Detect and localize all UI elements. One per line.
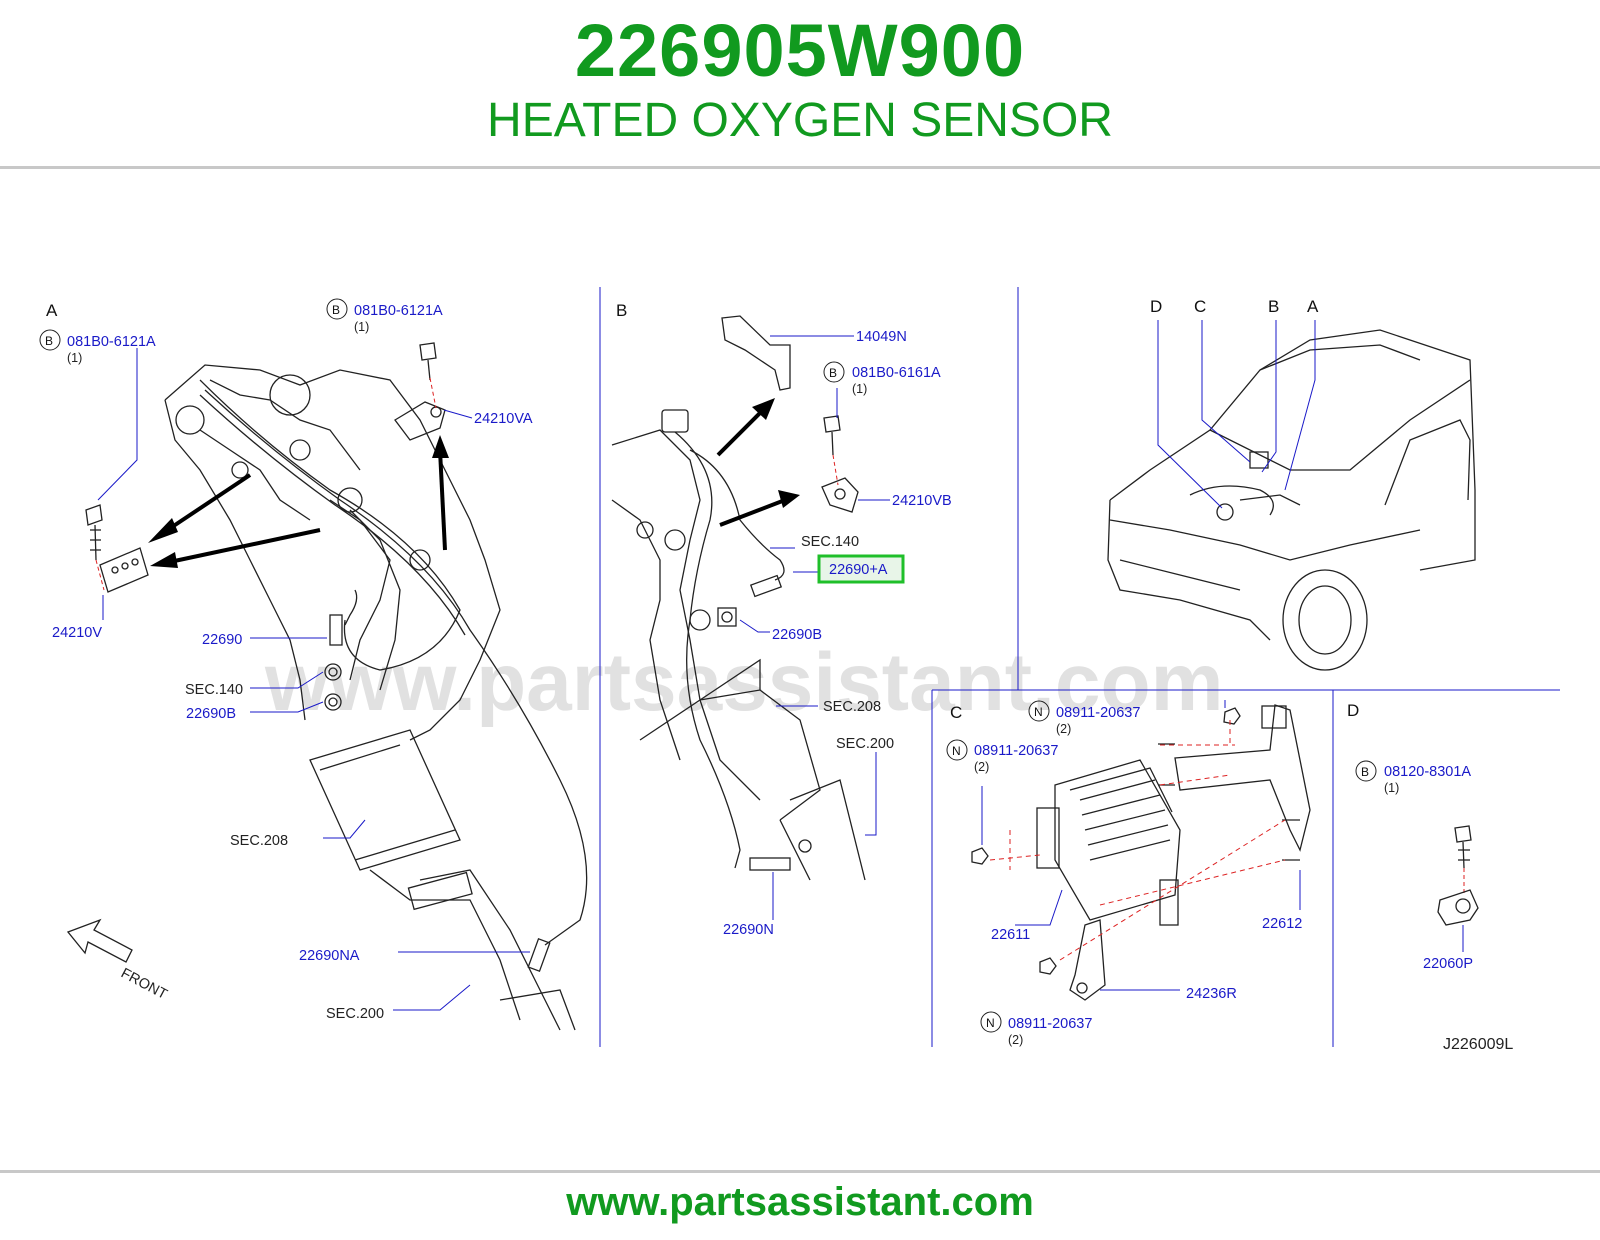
circle-markers: B B B N N N B: [39, 298, 1377, 1033]
section-b-drawing: [611, 315, 866, 881]
label-b-sec208[interactable]: SEC.208: [823, 699, 881, 715]
nut-marker: N: [952, 744, 961, 758]
section-c-letter: C: [950, 703, 962, 722]
label-c-bracket-lower[interactable]: 24236R: [1186, 986, 1237, 1002]
label-a-bracket-right[interactable]: 24210VA: [474, 411, 533, 427]
panel-dividers: [599, 287, 1560, 1047]
qty-c-nut-top: (2): [1056, 722, 1071, 736]
part-number: 226905W900: [574, 9, 1026, 92]
footer-divider: [0, 1170, 1600, 1173]
bolt-marker: B: [45, 334, 53, 348]
label-a-bracket-left[interactable]: 24210V: [52, 625, 102, 641]
section-b-letter: B: [616, 301, 627, 320]
header-divider: [0, 166, 1600, 169]
label-a-bolt-left[interactable]: 081B0-6121A: [67, 334, 156, 350]
label-b-clip[interactable]: 24210VB: [892, 493, 952, 509]
section-b-leaders: [739, 335, 890, 920]
label-c-unit[interactable]: 22611: [991, 927, 1030, 943]
vehicle-callout-a: A: [1307, 297, 1319, 316]
bolt-marker: B: [332, 303, 340, 317]
footer-url-link[interactable]: www.partsassistant.com: [566, 1180, 1034, 1224]
label-c-bracket[interactable]: 22612: [1262, 916, 1302, 932]
section-d-letter: D: [1347, 701, 1359, 720]
label-c-nut-left[interactable]: 08911-20637: [974, 743, 1058, 759]
vehicle-callout-c: C: [1194, 297, 1206, 316]
qty-b-bolt: (1): [852, 382, 867, 396]
part-title: HEATED OXYGEN SENSOR: [487, 94, 1113, 147]
label-a-bolt-top[interactable]: 081B0-6121A: [354, 303, 443, 319]
front-label: FRONT: [118, 965, 170, 1003]
label-b-bracket[interactable]: 14049N: [856, 329, 907, 345]
label-b-sec140[interactable]: SEC.140: [801, 534, 859, 550]
label-b-sec200[interactable]: SEC.200: [836, 736, 894, 752]
label-b-sensor-highlight[interactable]: 22690+A: [829, 562, 888, 578]
label-c-nut-bottom[interactable]: 08911-20637: [1008, 1016, 1092, 1032]
label-a-gasket[interactable]: 22690B: [186, 706, 236, 722]
nut-marker: N: [986, 1016, 995, 1030]
label-a-sensor-na[interactable]: 22690NA: [299, 948, 360, 964]
label-a-sensor[interactable]: 22690: [202, 632, 242, 648]
header: 226905W900 HEATED OXYGEN SENSOR: [0, 0, 1600, 170]
vehicle-callout-d: D: [1150, 297, 1162, 316]
qty-d-bolt: (1): [1384, 781, 1399, 795]
watermark: www.partsassistant.com: [264, 637, 1224, 728]
section-d-drawing: [1437, 825, 1479, 926]
label-a-sec208[interactable]: SEC.208: [230, 833, 288, 849]
section-a-letter: A: [46, 301, 58, 320]
bolt-marker: B: [829, 366, 837, 380]
qty-c-nut-left: (2): [974, 760, 989, 774]
section-a-leaders: [97, 348, 530, 1011]
bolt-marker: B: [1361, 765, 1369, 779]
highlight-box: [817, 554, 905, 584]
qty-c-nut-bottom: (2): [1008, 1033, 1023, 1047]
vehicle-leaders: [1157, 320, 1316, 509]
section-c-leaders: [981, 700, 1301, 991]
label-b-sensor-n[interactable]: 22690N: [723, 922, 774, 938]
label-d-sensor[interactable]: 22060P: [1423, 956, 1473, 972]
figure-code: J226009L: [1443, 1036, 1513, 1053]
qty-a-bolt-left: (1): [67, 351, 82, 365]
vehicle-drawing: [1107, 329, 1476, 671]
label-c-nut-top[interactable]: 08911-20637: [1056, 705, 1140, 721]
label-b-gasket[interactable]: 22690B: [772, 627, 822, 643]
label-d-bolt[interactable]: 08120-8301A: [1384, 764, 1471, 780]
vehicle-callout-b: B: [1268, 297, 1279, 316]
section-a-drawing: [66, 342, 588, 1031]
nut-marker: N: [1034, 705, 1043, 719]
qty-a-bolt-top: (1): [354, 320, 369, 334]
section-c-drawing: [971, 704, 1311, 1001]
label-a-sec200[interactable]: SEC.200: [326, 1006, 384, 1022]
label-a-sec140[interactable]: SEC.140: [185, 682, 243, 698]
label-b-bolt[interactable]: 081B0-6161A: [852, 365, 941, 381]
